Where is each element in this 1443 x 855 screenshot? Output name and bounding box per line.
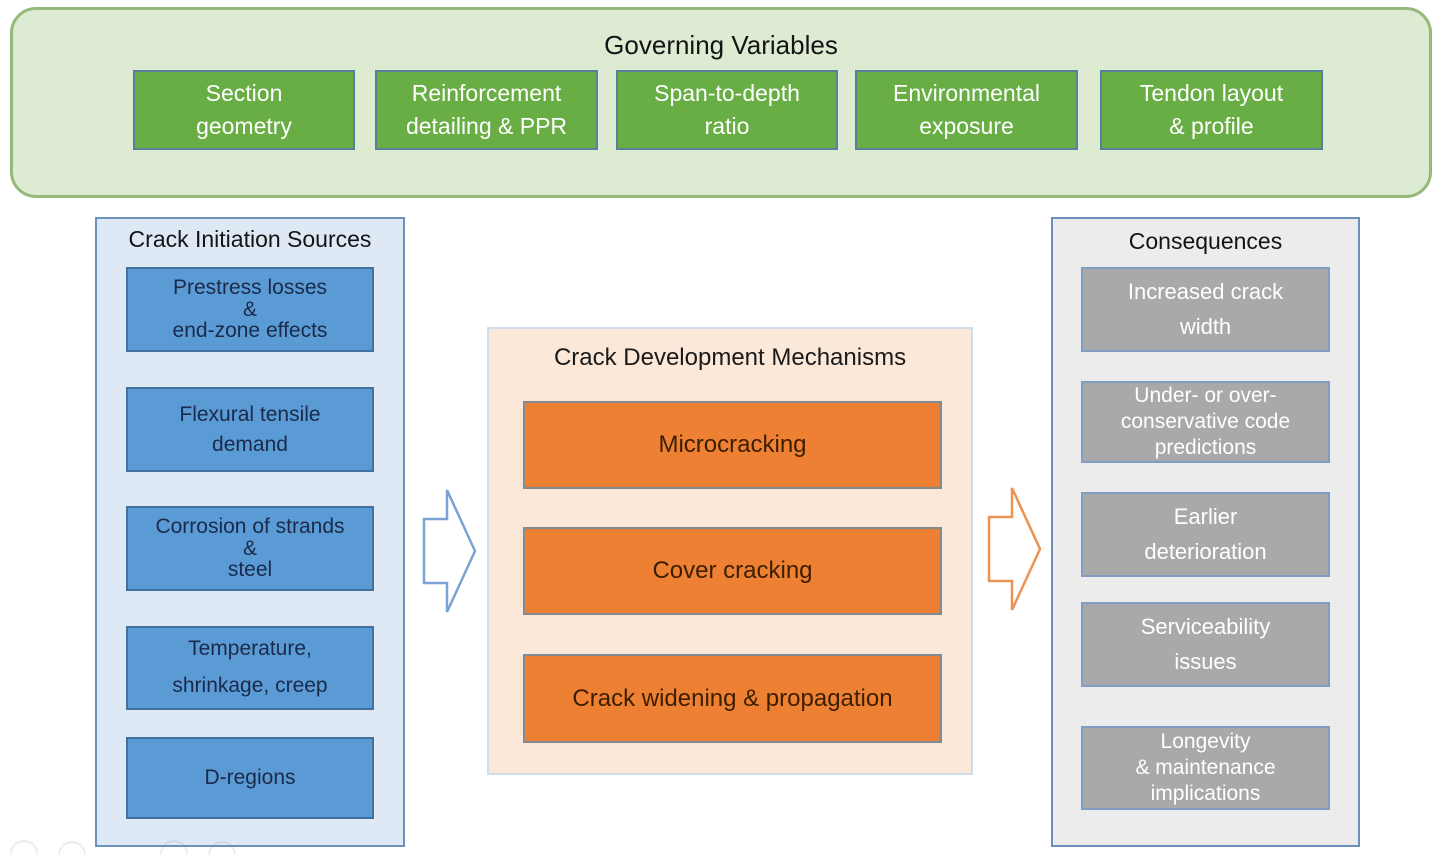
initiation-box-d-regions: D-regions xyxy=(126,737,374,819)
initiation-box-flexural-tensile: Flexural tensile demand xyxy=(126,387,374,472)
flow-arrow-left-icon xyxy=(422,489,477,613)
initiation-box-temperature-shrinkage-creep: Temperature, shrinkage, creep xyxy=(126,626,374,710)
mechanism-box-crack-widening: Crack widening & propagation xyxy=(523,654,942,743)
governing-box-section-geometry: Section geometry xyxy=(133,70,355,150)
flow-arrow-right-icon xyxy=(987,487,1042,611)
consequence-box-increased-crack-width: Increased crack width xyxy=(1081,267,1330,352)
governing-box-span-to-depth: Span-to-depth ratio xyxy=(616,70,838,150)
ghost-circle-icon xyxy=(58,841,86,855)
governing-box-tendon-layout: Tendon layout & profile xyxy=(1100,70,1323,150)
ghost-circle-icon xyxy=(10,840,38,855)
consequence-box-code-predictions: Under- or over- conservative code predic… xyxy=(1081,381,1330,463)
consequence-box-serviceability-issues: Serviceability issues xyxy=(1081,602,1330,687)
initiation-box-prestress-losses: Prestress losses & end-zone effects xyxy=(126,267,374,352)
governing-variables-title: Governing Variables xyxy=(604,30,838,60)
initiation-box-corrosion: Corrosion of strands & steel xyxy=(126,506,374,591)
governing-box-reinforcement-detailing: Reinforcement detailing & PPR xyxy=(375,70,598,150)
crack-development-title: Crack Development Mechanisms xyxy=(553,344,907,371)
governing-box-environmental-exposure: Environmental exposure xyxy=(855,70,1078,150)
consequence-box-longevity-maintenance: Longevity & maintenance implications xyxy=(1081,726,1330,810)
mechanism-box-microcracking: Microcracking xyxy=(523,401,942,489)
crack-initiation-title: Crack Initiation Sources xyxy=(128,226,372,252)
consequence-box-earlier-deterioration: Earlier deterioration xyxy=(1081,492,1330,577)
mechanism-box-cover-cracking: Cover cracking xyxy=(523,527,942,615)
consequences-title: Consequences xyxy=(1128,228,1283,254)
